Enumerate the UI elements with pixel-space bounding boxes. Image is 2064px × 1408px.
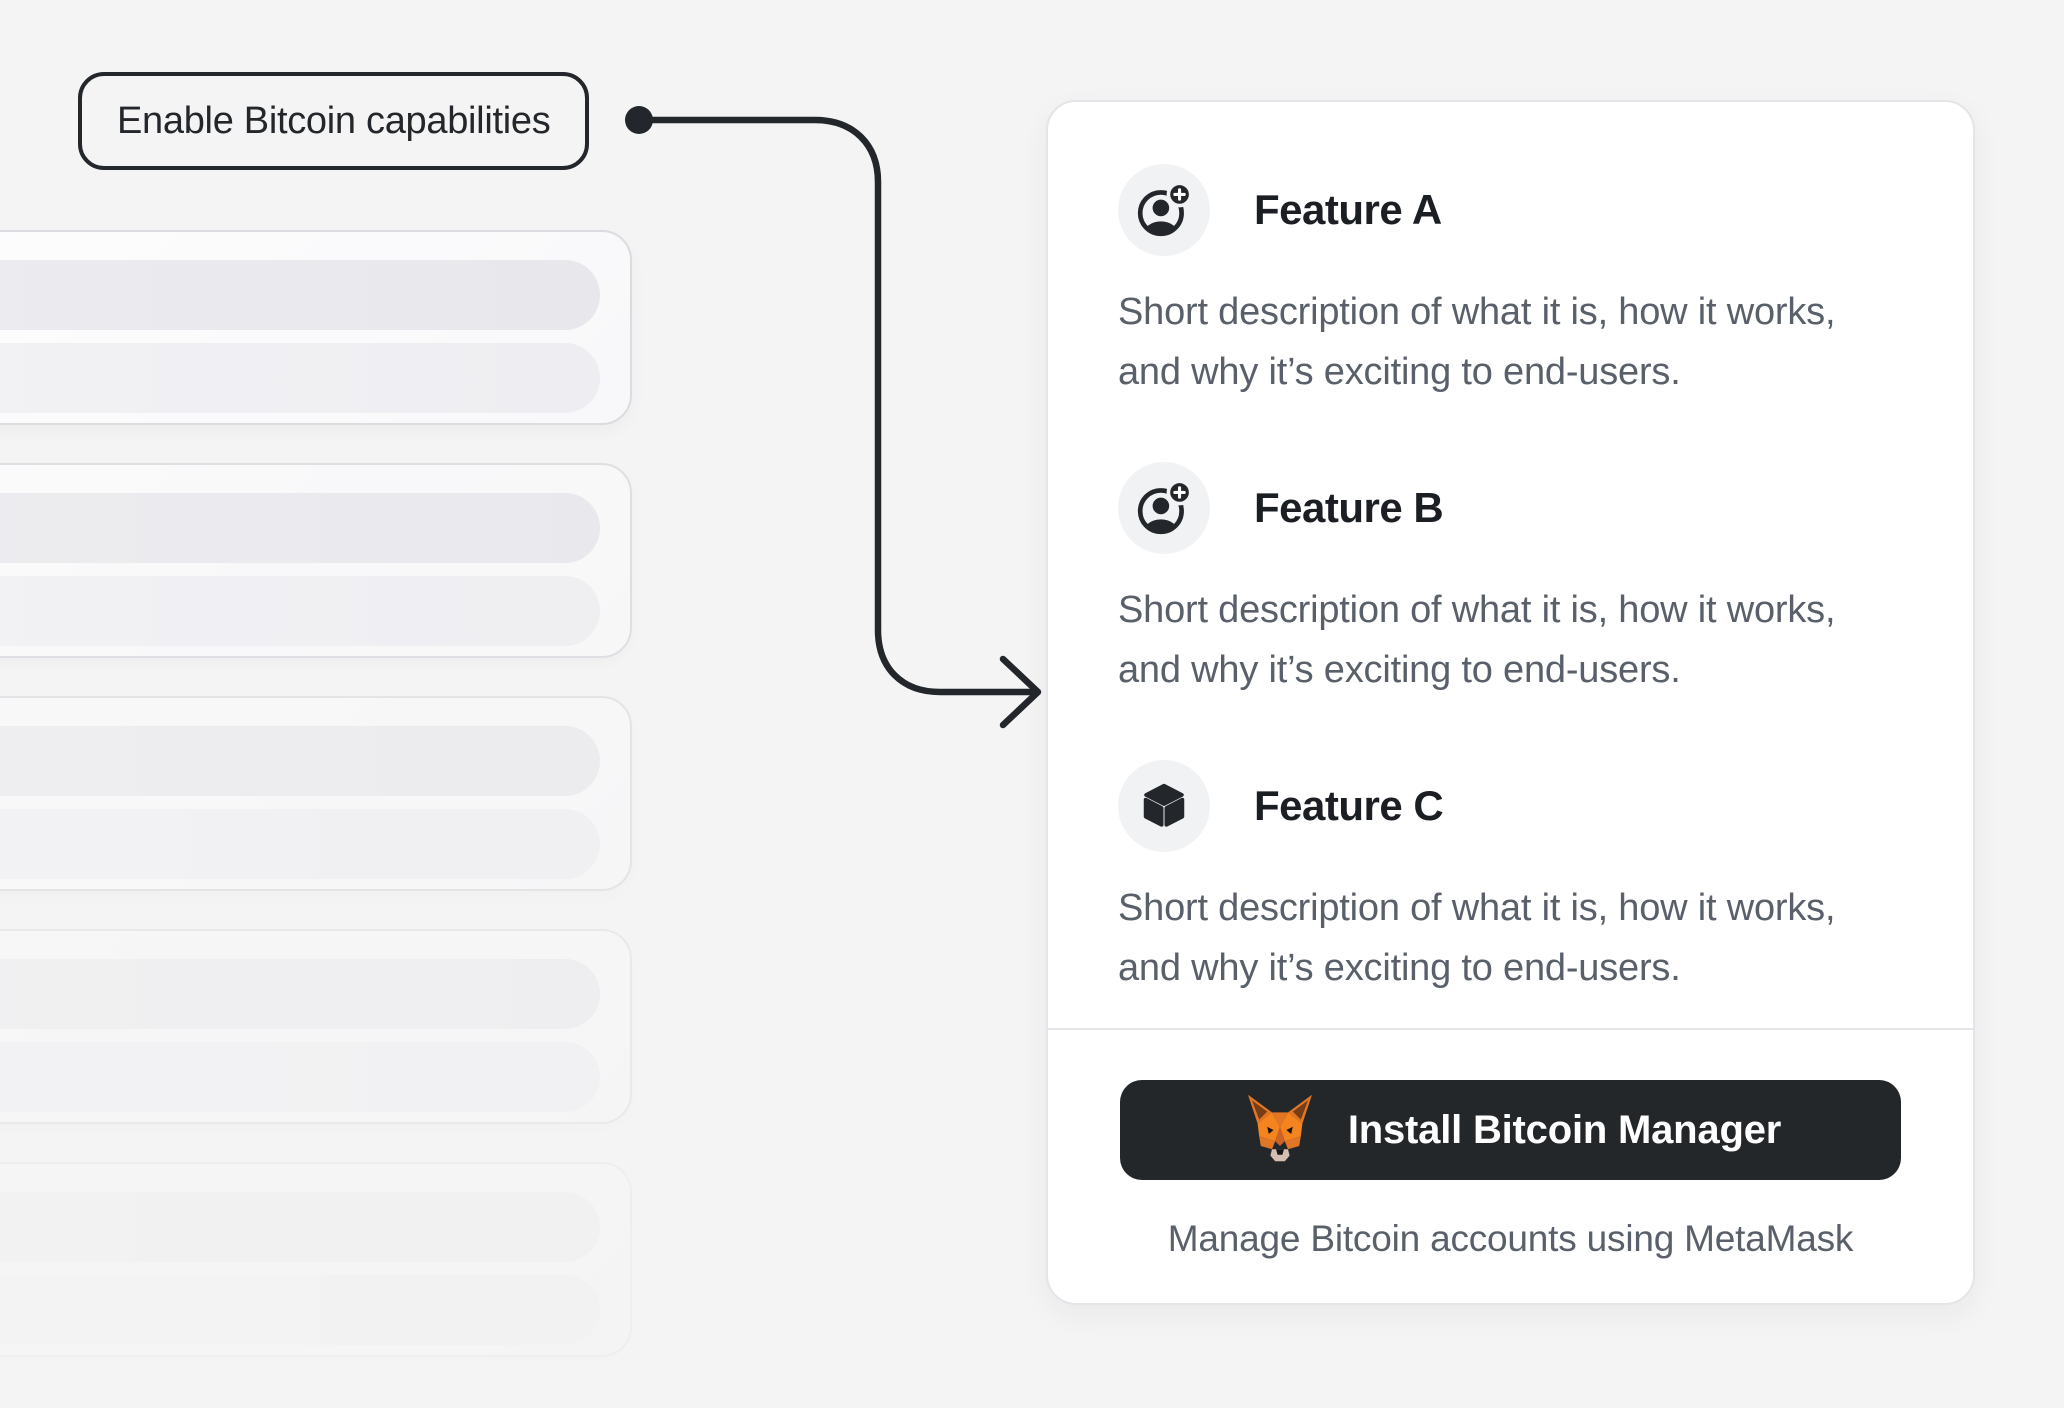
features-card: Feature A Short description of what it i… xyxy=(1046,100,1975,1305)
skeleton-line xyxy=(0,1192,600,1262)
feature-row-c: Feature C xyxy=(1118,760,1903,852)
card-divider xyxy=(1048,1028,1973,1030)
skeleton-card xyxy=(0,929,632,1124)
skeleton-line xyxy=(0,959,600,1029)
skeleton-card xyxy=(0,696,632,891)
user-plus-icon xyxy=(1137,181,1193,237)
connector-arrow-icon xyxy=(635,116,1042,729)
install-bitcoin-manager-button[interactable]: Install Bitcoin Manager xyxy=(1120,1080,1901,1180)
feature-b-description: Short description of what it is, how it … xyxy=(1118,589,1836,691)
feature-row-b: Feature B xyxy=(1118,462,1903,554)
skeleton-line xyxy=(0,343,600,413)
feature-b-icon-chip xyxy=(1118,462,1210,554)
skeleton-card xyxy=(0,230,632,425)
feature-c-description: Short description of what it is, how it … xyxy=(1118,887,1836,989)
skeleton-line xyxy=(0,726,600,796)
feature-a-icon-chip xyxy=(1118,164,1210,256)
user-plus-icon xyxy=(1137,479,1193,535)
feature-c-icon-chip xyxy=(1118,760,1210,852)
skeleton-line xyxy=(0,260,600,330)
features-card-body: Feature A Short description of what it i… xyxy=(1048,102,1973,1028)
feature-a-description: Short description of what it is, how it … xyxy=(1118,291,1836,393)
skeleton-line xyxy=(0,809,600,879)
feature-c-title: Feature C xyxy=(1254,782,1444,829)
install-caption: Manage Bitcoin accounts using MetaMask xyxy=(1167,1218,1854,1259)
metamask-fox-icon xyxy=(1247,1094,1312,1162)
cube-icon xyxy=(1143,783,1185,827)
install-button-label: Install Bitcoin Manager xyxy=(1347,1107,1782,1152)
skeleton-card xyxy=(0,1162,632,1357)
callout-enable-bitcoin-capabilities: Enable Bitcoin capabilities xyxy=(78,72,590,170)
feature-row-a: Feature A xyxy=(1118,164,1903,256)
skeleton-line xyxy=(0,1042,600,1112)
card-footer: Install Bitcoin Manager Manage Bitcoin a… xyxy=(1048,1030,1973,1303)
skeleton-line xyxy=(0,493,600,563)
skeleton-line xyxy=(0,1275,600,1345)
skeleton-line xyxy=(0,576,600,646)
callout-label: Enable Bitcoin capabilities xyxy=(117,99,551,142)
feature-b-title: Feature B xyxy=(1254,484,1444,531)
feature-a-title: Feature A xyxy=(1254,186,1442,233)
skeleton-card xyxy=(0,463,632,658)
